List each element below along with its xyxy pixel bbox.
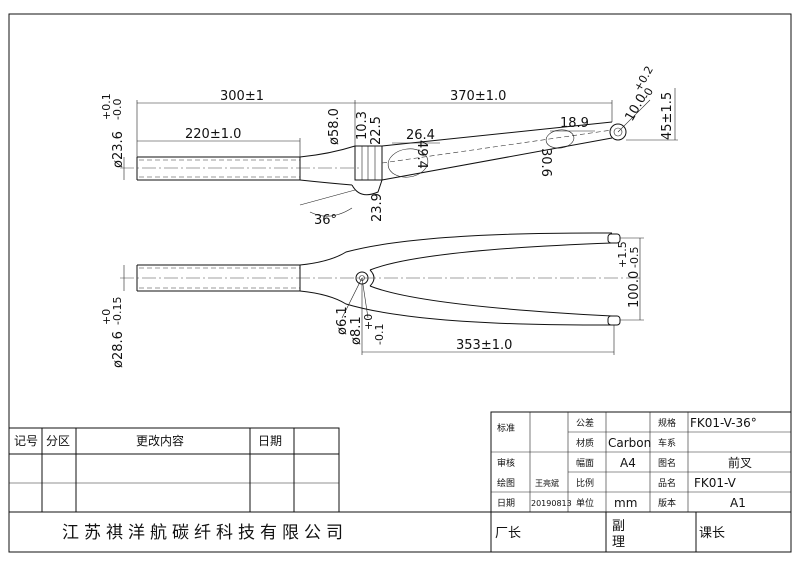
tb-value-drawing-name: 前叉: [728, 455, 752, 470]
dim-brake-hole-large: ø8.1: [349, 316, 364, 345]
dim-fv-steerer-tol-low: -0.15: [111, 297, 124, 325]
dim-fv-steerer-tol-up: +0: [100, 309, 113, 325]
dim-axle-tol-low: -0.5: [628, 247, 641, 268]
dim-axle-width: 100.0: [627, 271, 642, 308]
dim-crown-dia: ø58.0: [327, 108, 342, 145]
tb-value-drawer: 王亮斌: [535, 478, 559, 488]
dim-brake-hole-tol-low: -0.1: [373, 324, 386, 345]
tb-label-drawing: 绘图: [497, 477, 515, 489]
dim-blade-length: 370±1.0: [450, 89, 506, 104]
dim-blade-depth-upper: 49.4: [414, 140, 429, 169]
dim-angle: 36°: [314, 213, 337, 228]
dim-offset: 45±1.5: [660, 92, 675, 140]
footer-row: 江苏祺洋航碳纤科技有限公司 厂长 副 理 课长: [9, 511, 791, 552]
rev-header-date: 日期: [258, 434, 282, 448]
tb-label-standard: 标准: [497, 422, 515, 434]
dim-blade-depth-lower: 30.6: [538, 148, 553, 177]
tb-label-review: 审核: [497, 457, 515, 469]
rev-header-content: 更改内容: [136, 433, 184, 448]
tb-value-date: 20190813: [531, 499, 572, 508]
footer-deputy-manager-2: 理: [612, 535, 625, 550]
tb-label-workshop: 车系: [658, 437, 676, 449]
tb-label-scale: 比例: [576, 477, 594, 489]
dim-brake-hole-tol-up: +0: [362, 314, 375, 330]
front-view: ø28.6 +0 -0.15 ø6.1 ø8.1 +0 -0.1 100.0 +…: [100, 232, 644, 368]
tb-label-product-name: 品名: [658, 477, 676, 489]
dim-crown-race-height: 23.9: [370, 193, 385, 222]
dim-brake-hole-small: ø6.1: [335, 306, 350, 335]
tb-label-tolerance: 公差: [576, 417, 594, 429]
tb-value-version: A1: [730, 496, 746, 510]
title-block: 标准 公差 规格 FK01-V-36° 材质 Carbon 车系 审核 幅面 A…: [490, 411, 792, 513]
tb-label-unit: 单位: [576, 497, 594, 509]
tb-label-drawing-name: 图名: [658, 457, 676, 469]
rev-header-zone: 分区: [46, 434, 70, 448]
dim-overall-length: 300±1: [220, 89, 264, 104]
dim-blade-width-upper: 26.4: [406, 128, 435, 143]
dim-axle-tol-up: +1.5: [616, 241, 629, 268]
dim-steerer-dia: ø23.6: [111, 131, 126, 168]
dim-crown-offset: 22.5: [369, 116, 384, 145]
footer-section-chief: 课长: [699, 526, 725, 541]
dim-steerer-tol-low: -0.0: [111, 99, 124, 120]
dim-fv-steerer-dia: ø28.6: [111, 331, 126, 368]
dim-steerer-length: 220±1.0: [185, 127, 241, 142]
footer-factory-director: 厂长: [495, 526, 521, 541]
side-view: 300±1 220±1.0 370±1.0 ø23.6 +0.1 -0.0 ø5…: [100, 64, 678, 228]
rev-header-code: 记号: [14, 434, 38, 448]
tb-label-date: 日期: [497, 498, 515, 509]
tb-value-material: Carbon: [608, 436, 651, 450]
company-name: 江苏祺洋航碳纤科技有限公司: [62, 523, 348, 543]
sheet-border: [8, 13, 792, 553]
dim-blade-width-lower: 18.9: [560, 116, 589, 131]
tb-label-sheet-size: 幅面: [576, 457, 594, 469]
footer-deputy-manager-1: 副: [612, 519, 625, 534]
tb-value-spec: FK01-V-36°: [690, 416, 757, 430]
tb-value-sheet-size: A4: [620, 456, 636, 470]
tb-label-spec: 规格: [658, 417, 676, 429]
dim-steerer-tol-up: +0.1: [100, 93, 113, 120]
dim-crown-height: 10.3: [355, 111, 370, 140]
revision-table: 记号 分区 更改内容 日期: [8, 427, 340, 513]
tb-value-unit: mm: [614, 496, 637, 510]
dim-axle-to-crown: 353±1.0: [456, 338, 512, 353]
tb-label-material: 材质: [576, 437, 594, 449]
tb-value-product-name: FK01-V: [694, 476, 737, 490]
tb-label-version: 版本: [658, 497, 676, 509]
